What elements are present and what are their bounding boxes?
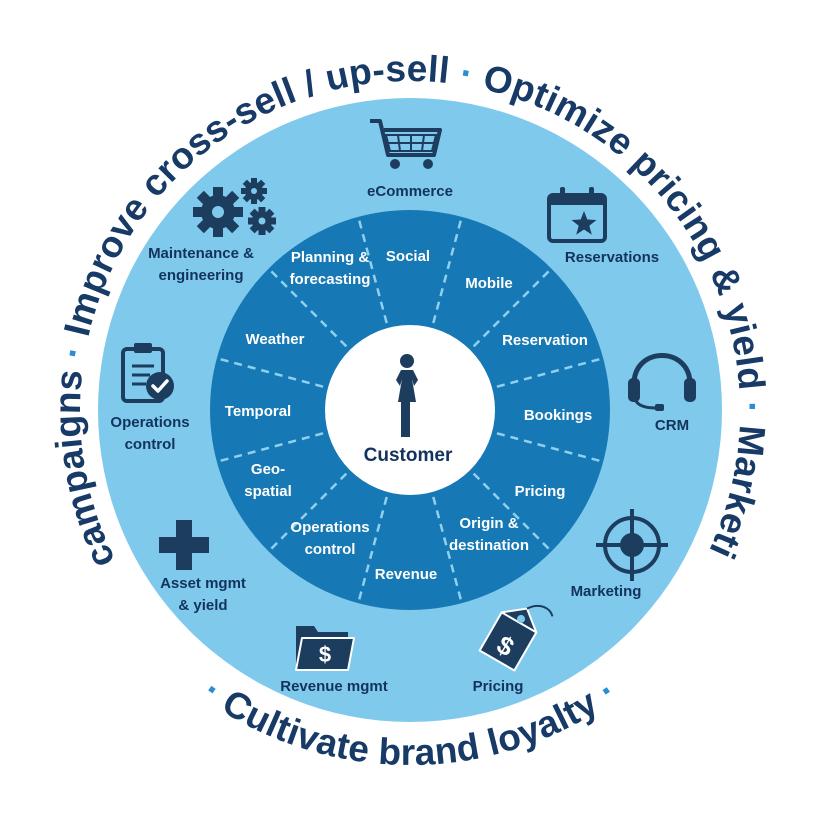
outer-item-label: Revenue mgmt [280, 678, 388, 695]
outer-item-label: Maintenance & engineering [148, 245, 254, 284]
inner-segment-label: Geo-spatial [244, 461, 292, 500]
inner-segment-label-line: Planning & [291, 249, 370, 266]
inner-segment-label: Revenue [375, 566, 438, 583]
money-folder-icon: $ [295, 626, 355, 671]
person-icon [396, 354, 418, 437]
outer-item-labels: eCommerceReservationsCRMMarketingPricing… [110, 183, 689, 695]
outer-item-label-line: control [125, 436, 176, 453]
outer-item-label: Pricing [473, 678, 524, 695]
headset-icon [628, 353, 696, 411]
inner-segment-label: Temporal [225, 403, 291, 420]
clipboard-check-icon [121, 343, 174, 403]
segment-divider [496, 357, 602, 388]
segment-divider [357, 218, 388, 324]
outer-item-label: CRM [655, 417, 689, 434]
segment-divider [432, 496, 463, 602]
outer-item-label: Marketing [571, 583, 642, 600]
center-label: Customer [364, 445, 453, 466]
inner-segment-label-line: spatial [244, 483, 292, 500]
outer-item-label-line: & yield [178, 597, 227, 614]
outer-item-label-line: Asset mgmt [160, 575, 246, 592]
inner-segment-label-line: forecasting [290, 271, 371, 288]
outer-item-label-line: Operations [110, 414, 189, 431]
segment-divider [218, 357, 324, 388]
inner-segment-label-line: Origin & [459, 515, 518, 532]
inner-segment-label: Pricing [515, 483, 566, 500]
segment-divider [472, 472, 551, 551]
target-icon [596, 509, 668, 581]
segment-divider [269, 269, 348, 348]
inner-segment-label: Reservation [502, 332, 588, 349]
gears-icon [193, 178, 276, 237]
segment-divider [496, 432, 602, 463]
outer-item-label: Operations control [110, 414, 189, 453]
inner-segment-label-line: Pricing [515, 483, 566, 500]
outer-item-label: eCommerce [367, 183, 453, 200]
outer-item-label-line: Maintenance & [148, 245, 254, 262]
outer-item-label-line: Marketing [571, 583, 642, 600]
segment-divider [472, 269, 551, 348]
inner-segment-label-line: Bookings [524, 407, 592, 424]
inner-segment-label-line: Revenue [375, 566, 438, 583]
inner-segment-label-line: Weather [246, 331, 305, 348]
segment-divider [357, 496, 388, 602]
outer-item-label-line: Pricing [473, 678, 524, 695]
cart-icon [370, 119, 442, 169]
inner-segment-label-line: Geo- [251, 461, 285, 478]
inner-segment-label: Social [386, 248, 430, 265]
outer-item-label-line: CRM [655, 417, 689, 434]
outer-item-label-line: eCommerce [367, 183, 453, 200]
inner-segment-label: Mobile [465, 275, 513, 292]
inner-segment-label: Bookings [524, 407, 592, 424]
outer-item-label-line: Revenue mgmt [280, 678, 388, 695]
inner-segment-label-line: Social [386, 248, 430, 265]
inner-segment-label-line: Temporal [225, 403, 291, 420]
inner-segment-label: Origin & destination [449, 515, 529, 554]
calendar-icon [547, 187, 607, 243]
plus-icon [159, 520, 209, 570]
inner-segment-label-line: Mobile [465, 275, 513, 292]
inner-segment-label-line: destination [449, 537, 529, 554]
segment-divider [218, 432, 324, 463]
price-tag-icon: $ [478, 604, 554, 672]
inner-segment-labels: SocialMobileReservationBookingsPricingOr… [225, 248, 592, 583]
outer-item-label-line: Reservations [565, 249, 659, 266]
inner-segment-label: Weather [246, 331, 305, 348]
outer-item-label-line: engineering [158, 267, 243, 284]
inner-segment-label: Planning & forecasting [290, 249, 371, 288]
inner-segment-label-line: Reservation [502, 332, 588, 349]
outer-item-label: Reservations [565, 249, 659, 266]
segment-dividers [218, 218, 602, 602]
outer-item-label: Asset mgmt & yield [160, 575, 246, 614]
inner-segment-label-line: control [305, 541, 356, 558]
inner-segment-label: Operations control [290, 519, 369, 558]
inner-segment-label-line: Operations [290, 519, 369, 536]
svg-text:$: $ [319, 642, 331, 667]
segment-divider [269, 472, 348, 551]
segment-divider [432, 218, 463, 324]
